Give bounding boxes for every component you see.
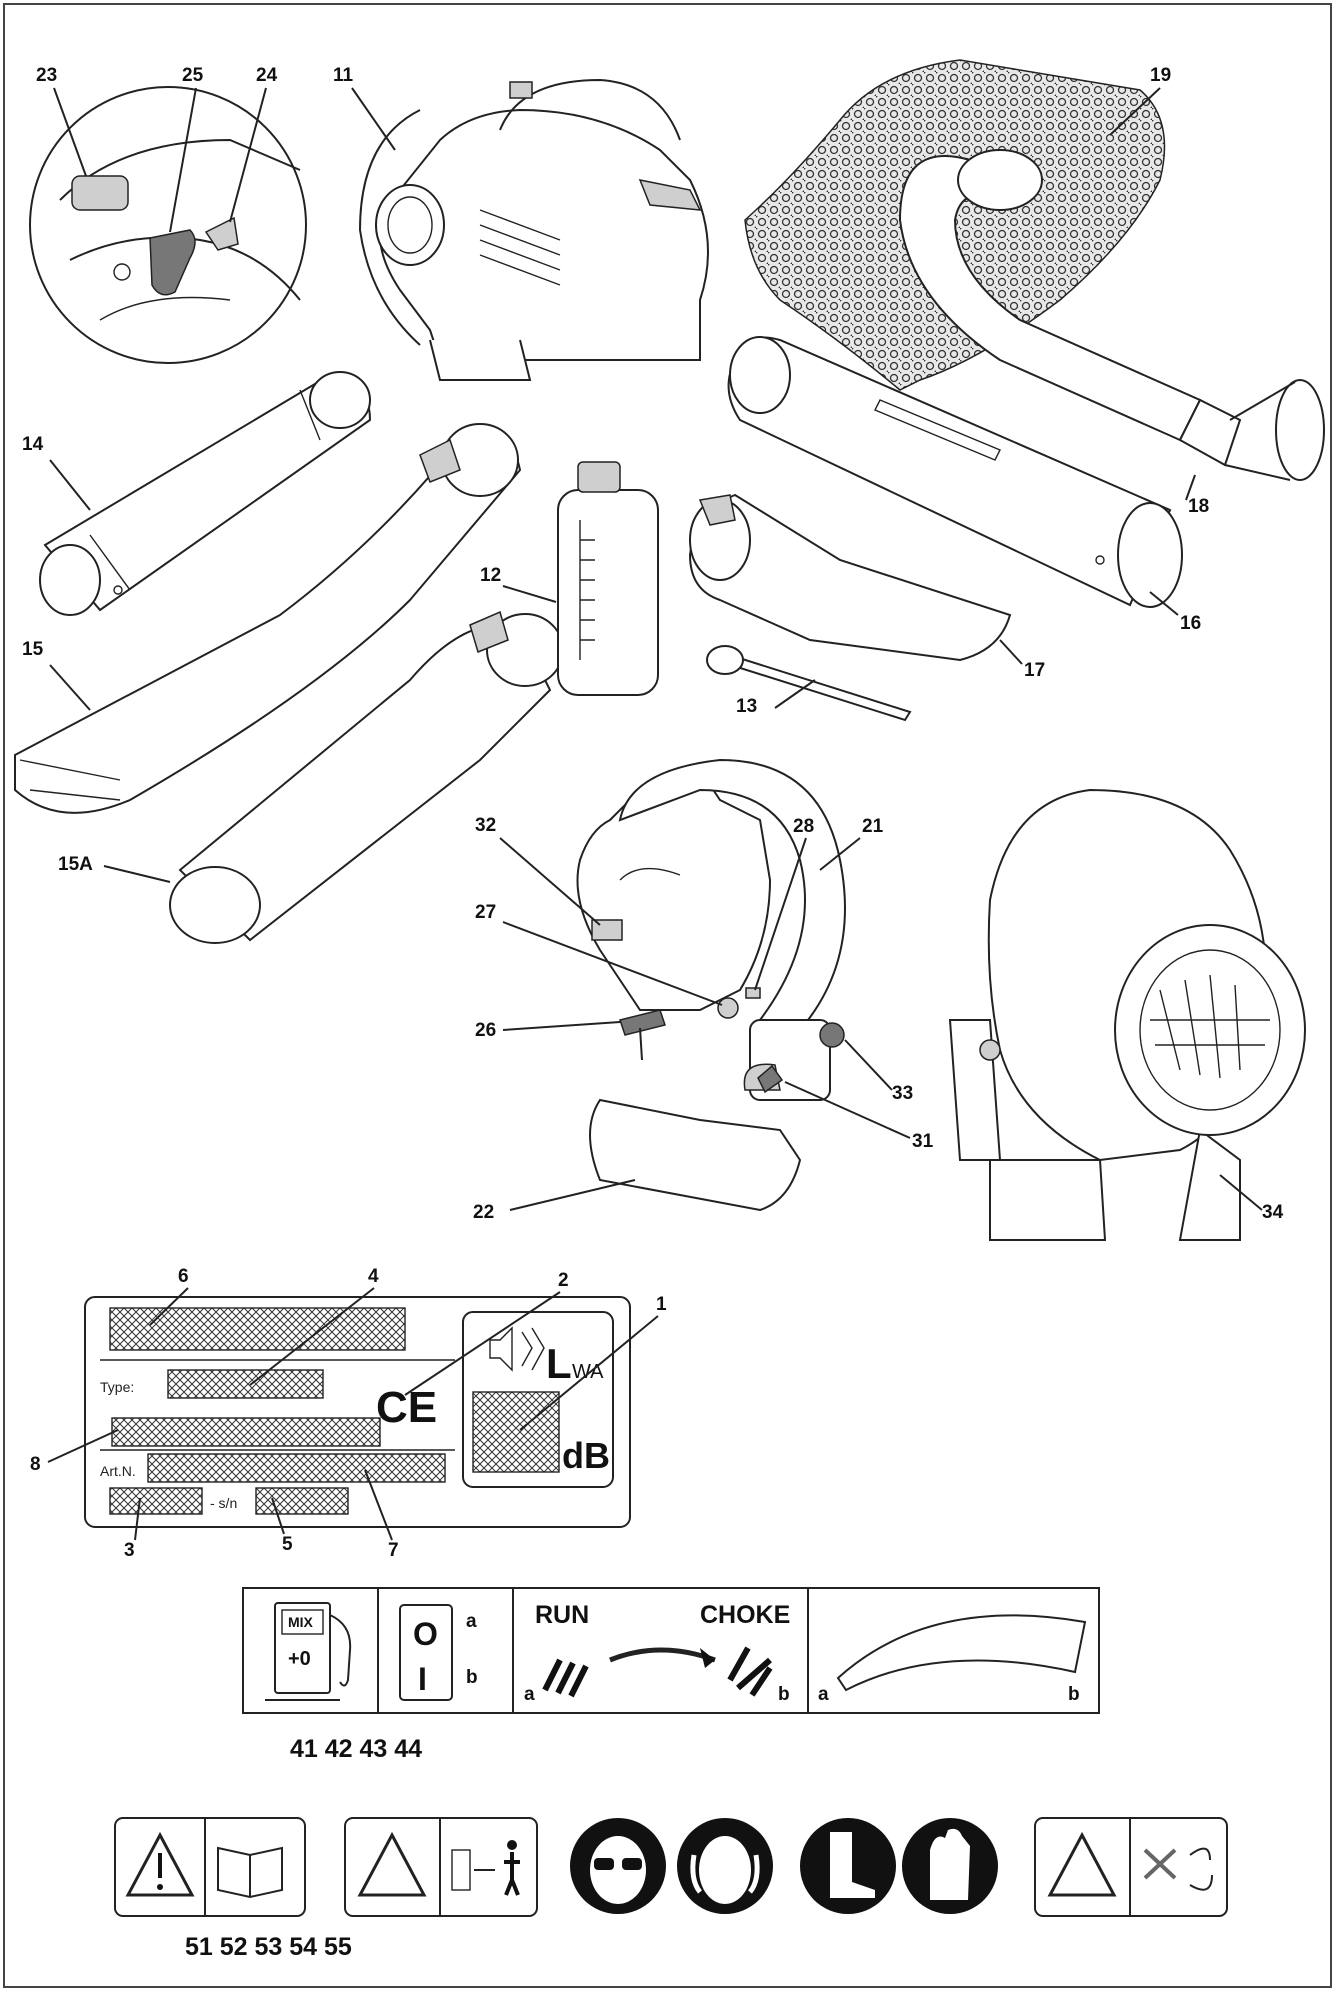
callout-33: 33 (892, 1083, 913, 1104)
starter-handle-26 (619, 1009, 666, 1036)
page-frame (3, 3, 1332, 1988)
callout-13: 13 (736, 696, 757, 717)
run-a-label: a (524, 1684, 535, 1705)
identification-plate (84, 1296, 631, 1528)
callout-2: 2 (558, 1270, 569, 1291)
plate-field-4 (167, 1369, 324, 1399)
switch-a-label: a (466, 1611, 477, 1632)
callout-22: 22 (473, 1202, 494, 1223)
engine-right-view (948, 788, 1306, 1241)
callout-28: 28 (793, 816, 814, 837)
throttle-lever-25 (149, 229, 196, 296)
plate-field-5 (255, 1487, 349, 1515)
run-choke-icon (542, 1646, 773, 1698)
primer-27 (717, 997, 739, 1019)
fan-warning-icon (1047, 1831, 1117, 1897)
run-label: RUN (535, 1601, 589, 1629)
plus-zero-label: +0 (288, 1648, 311, 1670)
callout-18: 18 (1188, 496, 1209, 517)
symbol-numbers-51-55: 51 52 53 54 55 (185, 1933, 352, 1961)
callout-6: 6 (178, 1266, 189, 1287)
fuel-pump-icon (265, 1602, 352, 1701)
distance-icon (451, 1849, 471, 1891)
rotation-arrow-11 (358, 109, 421, 346)
on-off-switch-icon (399, 1604, 453, 1701)
callout-5: 5 (282, 1534, 293, 1555)
round-nozzle-15A (169, 610, 564, 944)
callout-19: 19 (1150, 65, 1171, 86)
engine-left-view (576, 758, 846, 1212)
callout-24: 24 (256, 65, 278, 86)
callout-32: 32 (475, 815, 496, 836)
plate-field-8 (111, 1417, 381, 1447)
switch-off-glyph: O (413, 1616, 438, 1652)
callout-34: 34 (1262, 1202, 1284, 1223)
callout-25: 25 (182, 65, 204, 86)
switch-on-glyph: I (418, 1661, 427, 1697)
arc-b-label: b (1068, 1684, 1080, 1705)
plate-field-1 (472, 1391, 560, 1473)
callout-11: 11 (333, 65, 354, 86)
mix-label: MIX (288, 1614, 314, 1630)
arc-a-label: a (818, 1684, 829, 1705)
warning-triangle-icon (125, 1831, 195, 1897)
type-label: Type: (100, 1379, 134, 1395)
no-hands-icon (1143, 1848, 1177, 1880)
projectile-warning-icon (357, 1831, 427, 1897)
mixing-bottle-12 (557, 461, 659, 696)
symbol-strip-41-44 (242, 1587, 1100, 1714)
fuel-cap-31 (757, 1064, 784, 1094)
callout-16: 16 (1180, 613, 1201, 634)
fuel-tank-vent-28 (745, 987, 761, 999)
callout-1: 1 (656, 1294, 667, 1315)
callout-23: 23 (36, 65, 57, 86)
blower-unit-11 (375, 78, 709, 381)
callout-31: 31 (912, 1131, 934, 1152)
callout-26: 26 (475, 1020, 496, 1041)
stop-button-23 (71, 175, 129, 211)
art-number-label: Art.N. (100, 1463, 136, 1479)
db-unit: dB (562, 1435, 610, 1476)
flat-nozzle-15 (14, 423, 522, 814)
spark-plug-wrench-13 (706, 645, 912, 722)
speaker-icon (489, 1326, 513, 1372)
choke-knob-33 (819, 1022, 845, 1048)
callout-8: 8 (30, 1454, 41, 1475)
suction-tube-16 (727, 336, 1183, 608)
callout-12: 12 (480, 565, 501, 586)
lwa-symbol: L (546, 1340, 572, 1387)
plate-field-7 (147, 1453, 446, 1483)
callout-15: 15 (22, 639, 44, 660)
throttle-arc-icon (836, 1614, 1087, 1692)
rotating-fan-icon (1189, 1847, 1211, 1861)
plate-field-6 (109, 1307, 406, 1351)
serial-number-label: - s/n (210, 1495, 237, 1511)
plate-field-3 (109, 1487, 203, 1515)
callout-27: 27 (475, 902, 496, 923)
suction-tube-18 (898, 149, 1325, 481)
choke-label: CHOKE (700, 1601, 790, 1629)
callout-3: 3 (124, 1540, 135, 1561)
ce-mark: CE (376, 1383, 437, 1432)
callout-21: 21 (862, 816, 884, 837)
choke-b-label: b (778, 1684, 790, 1705)
blower-tube-14 (39, 371, 372, 616)
suction-nozzle-17 (688, 493, 1012, 662)
callout-17: 17 (1024, 660, 1045, 681)
safety-symbols-51-55 (114, 1817, 1228, 1917)
callout-15A: 15A (58, 854, 93, 875)
callout-7: 7 (388, 1540, 399, 1561)
callout-4: 4 (368, 1266, 379, 1287)
throttle-lock-24 (204, 216, 239, 251)
callout-14: 14 (22, 434, 44, 455)
controls-detail-circle (29, 86, 307, 364)
symbol-numbers-41-44: 41 42 43 44 (290, 1735, 422, 1763)
switch-b-label: b (466, 1667, 478, 1688)
